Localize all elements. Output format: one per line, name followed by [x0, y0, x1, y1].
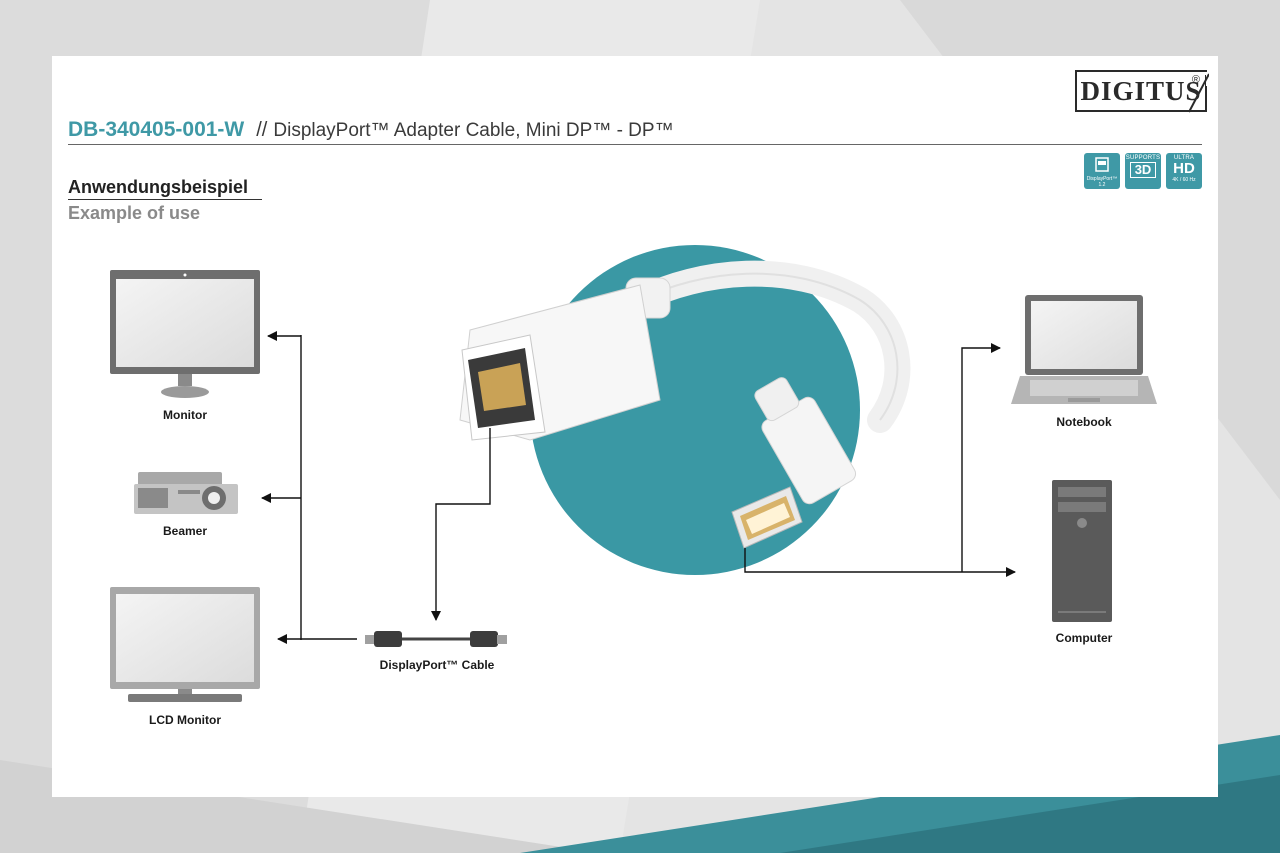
displayport-cable-icon [365, 631, 507, 647]
supports-3d-badge: SUPPORTS 3D [1125, 153, 1161, 189]
notebook-icon [1011, 295, 1157, 404]
registered-mark: ® [1191, 74, 1200, 86]
product-header: DB-340405-001-W //DisplayPort™ Adapter Ca… [68, 118, 674, 142]
adapter-cable-image [459, 260, 911, 549]
arrow-to-cable [431, 428, 491, 621]
product-title: DisplayPort™ Adapter Cable, Mini DP™ - D… [273, 120, 674, 141]
badge-label: DisplayPort™ 1.2 [1086, 176, 1118, 188]
lcd-monitor-icon [110, 587, 260, 702]
header-divider [68, 144, 1202, 145]
badge-main: 3D [1130, 162, 1156, 178]
badge-top: ULTRA [1173, 155, 1195, 161]
label-beamer: Beamer [162, 524, 208, 538]
label-notebook: Notebook [1056, 415, 1112, 429]
digitus-logo: DIGITUS ® [1075, 70, 1209, 113]
section-underline [68, 199, 262, 200]
connector-line [744, 548, 962, 573]
ultra-hd-badge: ULTRA HD 4K / 60 Hz [1166, 153, 1202, 189]
beamer-icon [134, 472, 238, 514]
logo-text: DIGITUS [1080, 75, 1202, 106]
label-computer: Computer [1055, 631, 1113, 645]
arrow-to-notebook [961, 343, 1001, 572]
badge-main: HD [1173, 160, 1195, 177]
title-separator: // [256, 119, 268, 141]
badge-top: SUPPORTS [1125, 155, 1161, 161]
product-sku: DB-340405-001-W [68, 118, 245, 141]
label-displayport-cable: DisplayPort™ Cable [379, 658, 495, 672]
label-lcd-monitor: LCD Monitor [149, 713, 221, 727]
displayport-icon [1095, 157, 1109, 172]
section-title-de: Anwendungsbeispiel [68, 177, 249, 197]
badge-bottom: 4K / 60 Hz [1172, 177, 1196, 183]
section-title-en: Example of use [68, 203, 201, 223]
displayport-badge: DisplayPort™ 1.2 [1084, 153, 1120, 189]
monitor-icon [110, 270, 260, 398]
computer-tower-icon [1052, 480, 1112, 622]
label-monitor: Monitor [163, 408, 207, 422]
